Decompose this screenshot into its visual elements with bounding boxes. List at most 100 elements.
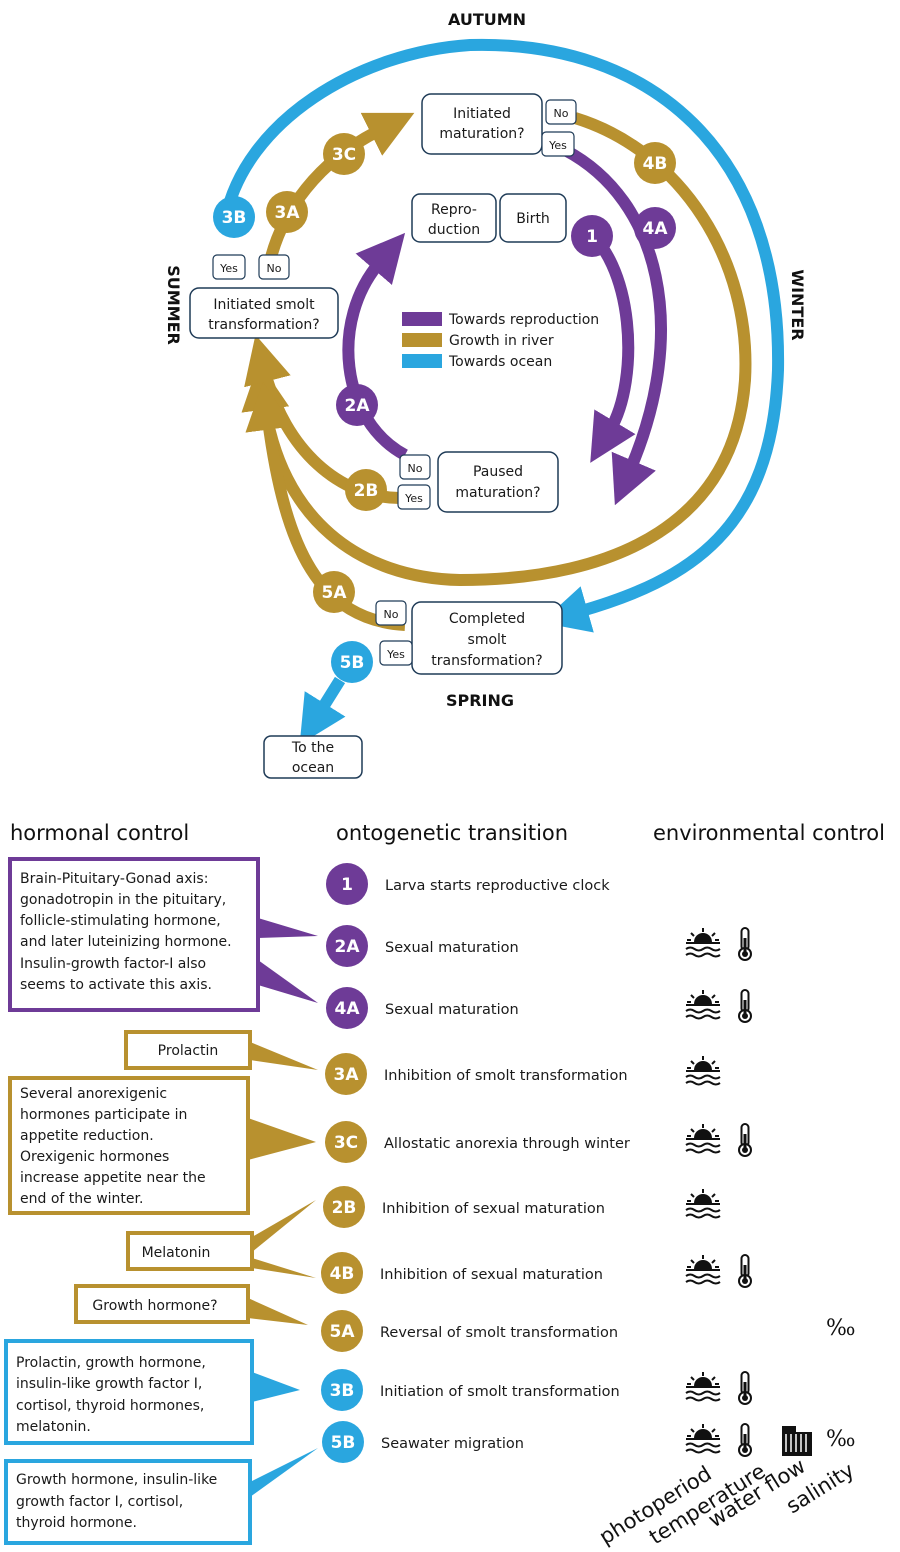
salinity-icon: ‰ xyxy=(826,1316,856,1341)
transition-row-2b: 2B Inhibition of sexual maturation xyxy=(323,1186,605,1228)
hormone-line: thyroid hormone. xyxy=(16,1515,137,1531)
transition-marker xyxy=(326,863,368,905)
hormone-line: hormones participate in xyxy=(20,1107,187,1123)
env-row-5a: ‰ xyxy=(826,1316,856,1341)
answer-label: No xyxy=(554,107,569,120)
hormone-box-appetite xyxy=(8,1076,250,1215)
hormone-line: Several anorexigenic xyxy=(20,1086,167,1102)
transition-id: 4A xyxy=(335,999,361,1019)
transition-label: Seawater migration xyxy=(381,1436,524,1452)
transition-marker xyxy=(321,1252,363,1294)
arrow-sexual-maturation-4a xyxy=(562,144,667,506)
answer-label: Yes xyxy=(386,648,405,661)
box-reproduction: Repro- duction xyxy=(411,193,497,243)
legend-swatch-ocean xyxy=(402,354,442,368)
transition-id: 3B xyxy=(330,1381,355,1401)
hormone-line: Melatonin xyxy=(142,1245,211,1261)
callout-pointer xyxy=(248,1118,316,1160)
cycle-marker-circle xyxy=(634,207,676,249)
box-initiated-maturation: Initiated maturation? xyxy=(421,93,543,155)
box-line: smolt xyxy=(468,632,507,648)
legend-label: Growth in river xyxy=(449,333,554,349)
transition-marker xyxy=(326,987,368,1029)
environmental-icons: ‰‰ xyxy=(685,927,856,1457)
hormone-line: growth factor I, cortisol, xyxy=(16,1494,183,1510)
env-row-4a xyxy=(685,989,752,1023)
hormone-line: Growth hormone? xyxy=(92,1298,217,1314)
column-transition: ontogenetic transition xyxy=(336,821,568,845)
cycle-marker-circle xyxy=(323,133,365,175)
thermometer-icon xyxy=(738,1371,752,1405)
season-autumn: AUTUMN xyxy=(448,10,526,29)
box-line: maturation? xyxy=(455,485,540,501)
arrow-growth-winter xyxy=(241,112,752,587)
callout-pointer xyxy=(248,1298,308,1325)
env-row-4b xyxy=(685,1254,752,1288)
thermometer-icon xyxy=(738,989,752,1023)
waterflow-icon xyxy=(782,1426,812,1456)
cycle-marker-3a: 3A xyxy=(266,191,308,233)
box-line: duction xyxy=(428,222,480,238)
callout-pointer xyxy=(250,1448,318,1497)
photoperiod-icon xyxy=(685,1056,721,1086)
season-summer: SUMMER xyxy=(164,265,183,345)
cycle-marker-5b: 5B xyxy=(331,641,373,683)
answer-yes-paused: Yes xyxy=(397,484,431,510)
photoperiod-icon xyxy=(685,1372,721,1402)
callout-pointer xyxy=(252,1200,316,1252)
hormone-callouts: Brain-Pituitary-Gonad axis: gonadotropin… xyxy=(4,857,318,1545)
cycle-marker-circle xyxy=(331,641,373,683)
thermometer-icon xyxy=(738,1254,752,1288)
answer-no-maturation: No xyxy=(545,99,577,125)
hormone-line: increase appetite near the xyxy=(20,1170,206,1186)
transition-marker xyxy=(325,1053,367,1095)
season-spring: SPRING xyxy=(446,691,514,710)
box-line: Initiated smolt xyxy=(213,297,315,313)
transition-label: Inhibition of sexual maturation xyxy=(380,1267,603,1283)
cycle-marker-circle xyxy=(345,469,387,511)
cycle-marker-label: 1 xyxy=(586,227,598,247)
hormone-line: Brain-Pituitary-Gonad axis: xyxy=(20,871,208,887)
hormone-box-melatonin xyxy=(126,1231,254,1271)
env-row-2b xyxy=(685,1189,721,1219)
transition-marker xyxy=(322,1421,364,1463)
hormone-line: and later luteinizing hormone. xyxy=(20,934,232,950)
arrow-sexual-maturation-2a xyxy=(342,232,409,461)
cycle-marker-3c: 3C xyxy=(323,133,365,175)
callout-pointer xyxy=(252,1372,300,1402)
box-line: ocean xyxy=(292,760,334,776)
transition-label: Sexual maturation xyxy=(385,1002,519,1018)
cycle-marker-label: 3B xyxy=(222,208,247,228)
photoperiod-icon xyxy=(685,1424,721,1454)
cycle-marker-5a: 5A xyxy=(313,571,355,613)
hormone-line: seems to activate this axis. xyxy=(20,977,212,993)
hormone-line: Growth hormone, insulin-like xyxy=(16,1472,217,1488)
box-completed-smolt: Completed smolt transformation? xyxy=(411,601,563,675)
photoperiod-icon xyxy=(685,990,721,1020)
photoperiod-icon xyxy=(685,1255,721,1285)
transition-id: 5A xyxy=(330,1322,356,1342)
hormone-line: end of the winter. xyxy=(20,1191,143,1207)
answer-label: No xyxy=(408,462,423,475)
salinity-icon: ‰ xyxy=(826,1427,856,1452)
answer-label: Yes xyxy=(219,262,238,275)
transition-marker xyxy=(325,1121,367,1163)
answer-label: Yes xyxy=(548,139,567,152)
hormone-line: Insulin-growth factor-I also xyxy=(20,956,206,972)
hormone-box-growth xyxy=(74,1284,250,1324)
cycle-marker-circle xyxy=(336,384,378,426)
callout-pointer xyxy=(252,1258,316,1278)
arrow-to-ocean xyxy=(299,676,346,745)
answer-no-paused: No xyxy=(399,454,431,480)
transition-label: Inhibition of sexual maturation xyxy=(382,1201,605,1217)
transition-id: 2B xyxy=(332,1198,357,1218)
box-line: To the xyxy=(291,740,334,756)
transition-id: 2A xyxy=(335,937,361,957)
cycle-marker-circle xyxy=(266,191,308,233)
